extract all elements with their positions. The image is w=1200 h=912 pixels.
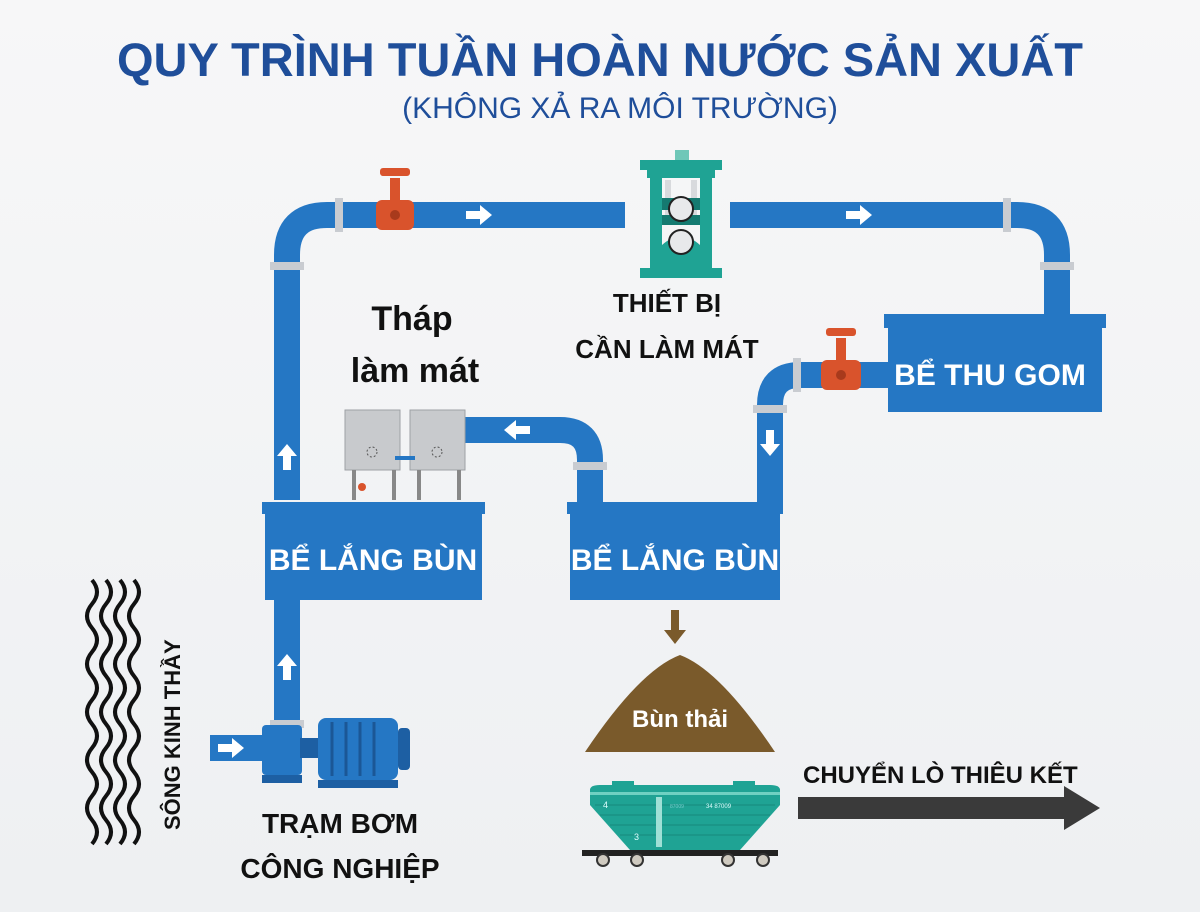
valve-icon: [821, 328, 861, 390]
pipe-right-top: [730, 202, 1070, 318]
wagon-number-door: 3: [634, 832, 639, 842]
collection-tank: BỂ THU GOM: [884, 314, 1106, 412]
transport-arrow-icon: [798, 786, 1100, 830]
industrial-pump-icon: [262, 718, 410, 788]
settling-tank-1-label: BỂ LẮNG BÙN: [269, 543, 477, 577]
sludge-label: Bùn thải: [632, 706, 728, 733]
river-waves-icon: [85, 578, 141, 846]
diagram-subtitle: (KHÔNG XẢ RA MÔI TRƯỜNG): [402, 91, 838, 125]
pipe-network: [210, 198, 1074, 761]
cooling-tower-label-line1: Tháp: [371, 300, 452, 338]
pipe-collection-to-tank2: [757, 362, 888, 505]
cooling-tower-icon: [344, 409, 466, 500]
equipment-label-line1: THIẾT BỊ: [613, 288, 721, 318]
diagram-title: QUY TRÌNH TUẦN HOÀN NƯỚC SẢN XUẤT: [117, 33, 1083, 86]
cooling-equipment-icon: [640, 150, 722, 278]
wagon-number-left: 4: [603, 800, 608, 810]
collection-tank-label: BỂ THU GOM: [894, 358, 1086, 392]
sludge-pile: [585, 655, 775, 752]
pipe-left-top: [274, 202, 625, 500]
flow-arrows: [218, 205, 872, 758]
settling-tank-1: BỂ LẮNG BÙN: [262, 502, 485, 600]
wagon-code-small: 87009: [670, 804, 684, 810]
valve-icon: [376, 168, 414, 230]
transport-label: CHUYỂN LÒ THIÊU KẾT: [803, 761, 1078, 789]
hopper-wagon-icon: 4 3 87009 34 87009: [582, 781, 780, 867]
pump-label-line1: TRẠM BƠM: [262, 808, 418, 839]
pump-label-line2: CÔNG NGHIỆP: [240, 852, 439, 884]
cooling-tower-label-line2: làm mát: [351, 352, 480, 390]
settling-tank-2-label: BỂ LẮNG BÙN: [571, 543, 779, 577]
pipe-tank2-to-tower: [462, 417, 603, 505]
wagon-code: 34 87009: [706, 804, 732, 810]
river-label: SÔNG KINH THẦY: [160, 639, 185, 830]
equipment-label-line2: CẦN LÀM MÁT: [575, 334, 759, 364]
sludge-arrow-icon: [664, 610, 686, 644]
settling-tank-2: BỂ LẮNG BÙN: [567, 502, 783, 600]
